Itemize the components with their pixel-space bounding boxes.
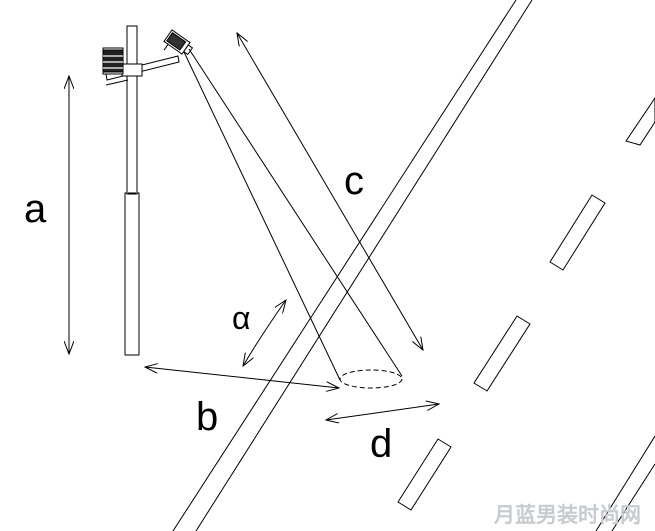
arm-brace: [105, 79, 129, 86]
label-c: c: [344, 159, 364, 203]
arrow-c: [237, 33, 423, 350]
label-alpha: α: [232, 300, 251, 336]
arm-clamp: [121, 63, 143, 77]
label-d: d: [370, 422, 392, 466]
control-box: [102, 47, 124, 75]
arrow-alpha: [243, 300, 286, 366]
lane-dash: [397, 438, 452, 511]
pole-upper: [126, 25, 138, 195]
view-cone: [183, 48, 403, 389]
lane-dash: [625, 97, 655, 146]
cone-edge-left: [183, 51, 341, 381]
road-edge-right-2: [611, 463, 655, 531]
road-edge-outer-left: [172, 0, 517, 531]
pole-lower: [124, 192, 140, 356]
arrow-d: [326, 404, 439, 420]
watermark: 月蓝男装时尚网: [494, 503, 641, 527]
lane-dash: [473, 315, 531, 392]
dimension-arrows: [69, 33, 439, 420]
pole-arm: [105, 55, 180, 86]
cone-edge-right: [188, 48, 403, 377]
camera-icon: [163, 29, 194, 56]
label-b: b: [196, 395, 218, 439]
lane-dashes: [397, 97, 655, 511]
lane-dash: [549, 194, 606, 271]
view-footprint: [339, 369, 403, 389]
road-edges: [172, 0, 655, 531]
control-box-fins: [102, 49, 124, 73]
pole: [124, 25, 140, 356]
label-a: a: [24, 187, 47, 231]
arrow-b: [145, 367, 339, 388]
road-edge-inner-left: [195, 0, 533, 531]
road-edge-right: [595, 435, 655, 531]
